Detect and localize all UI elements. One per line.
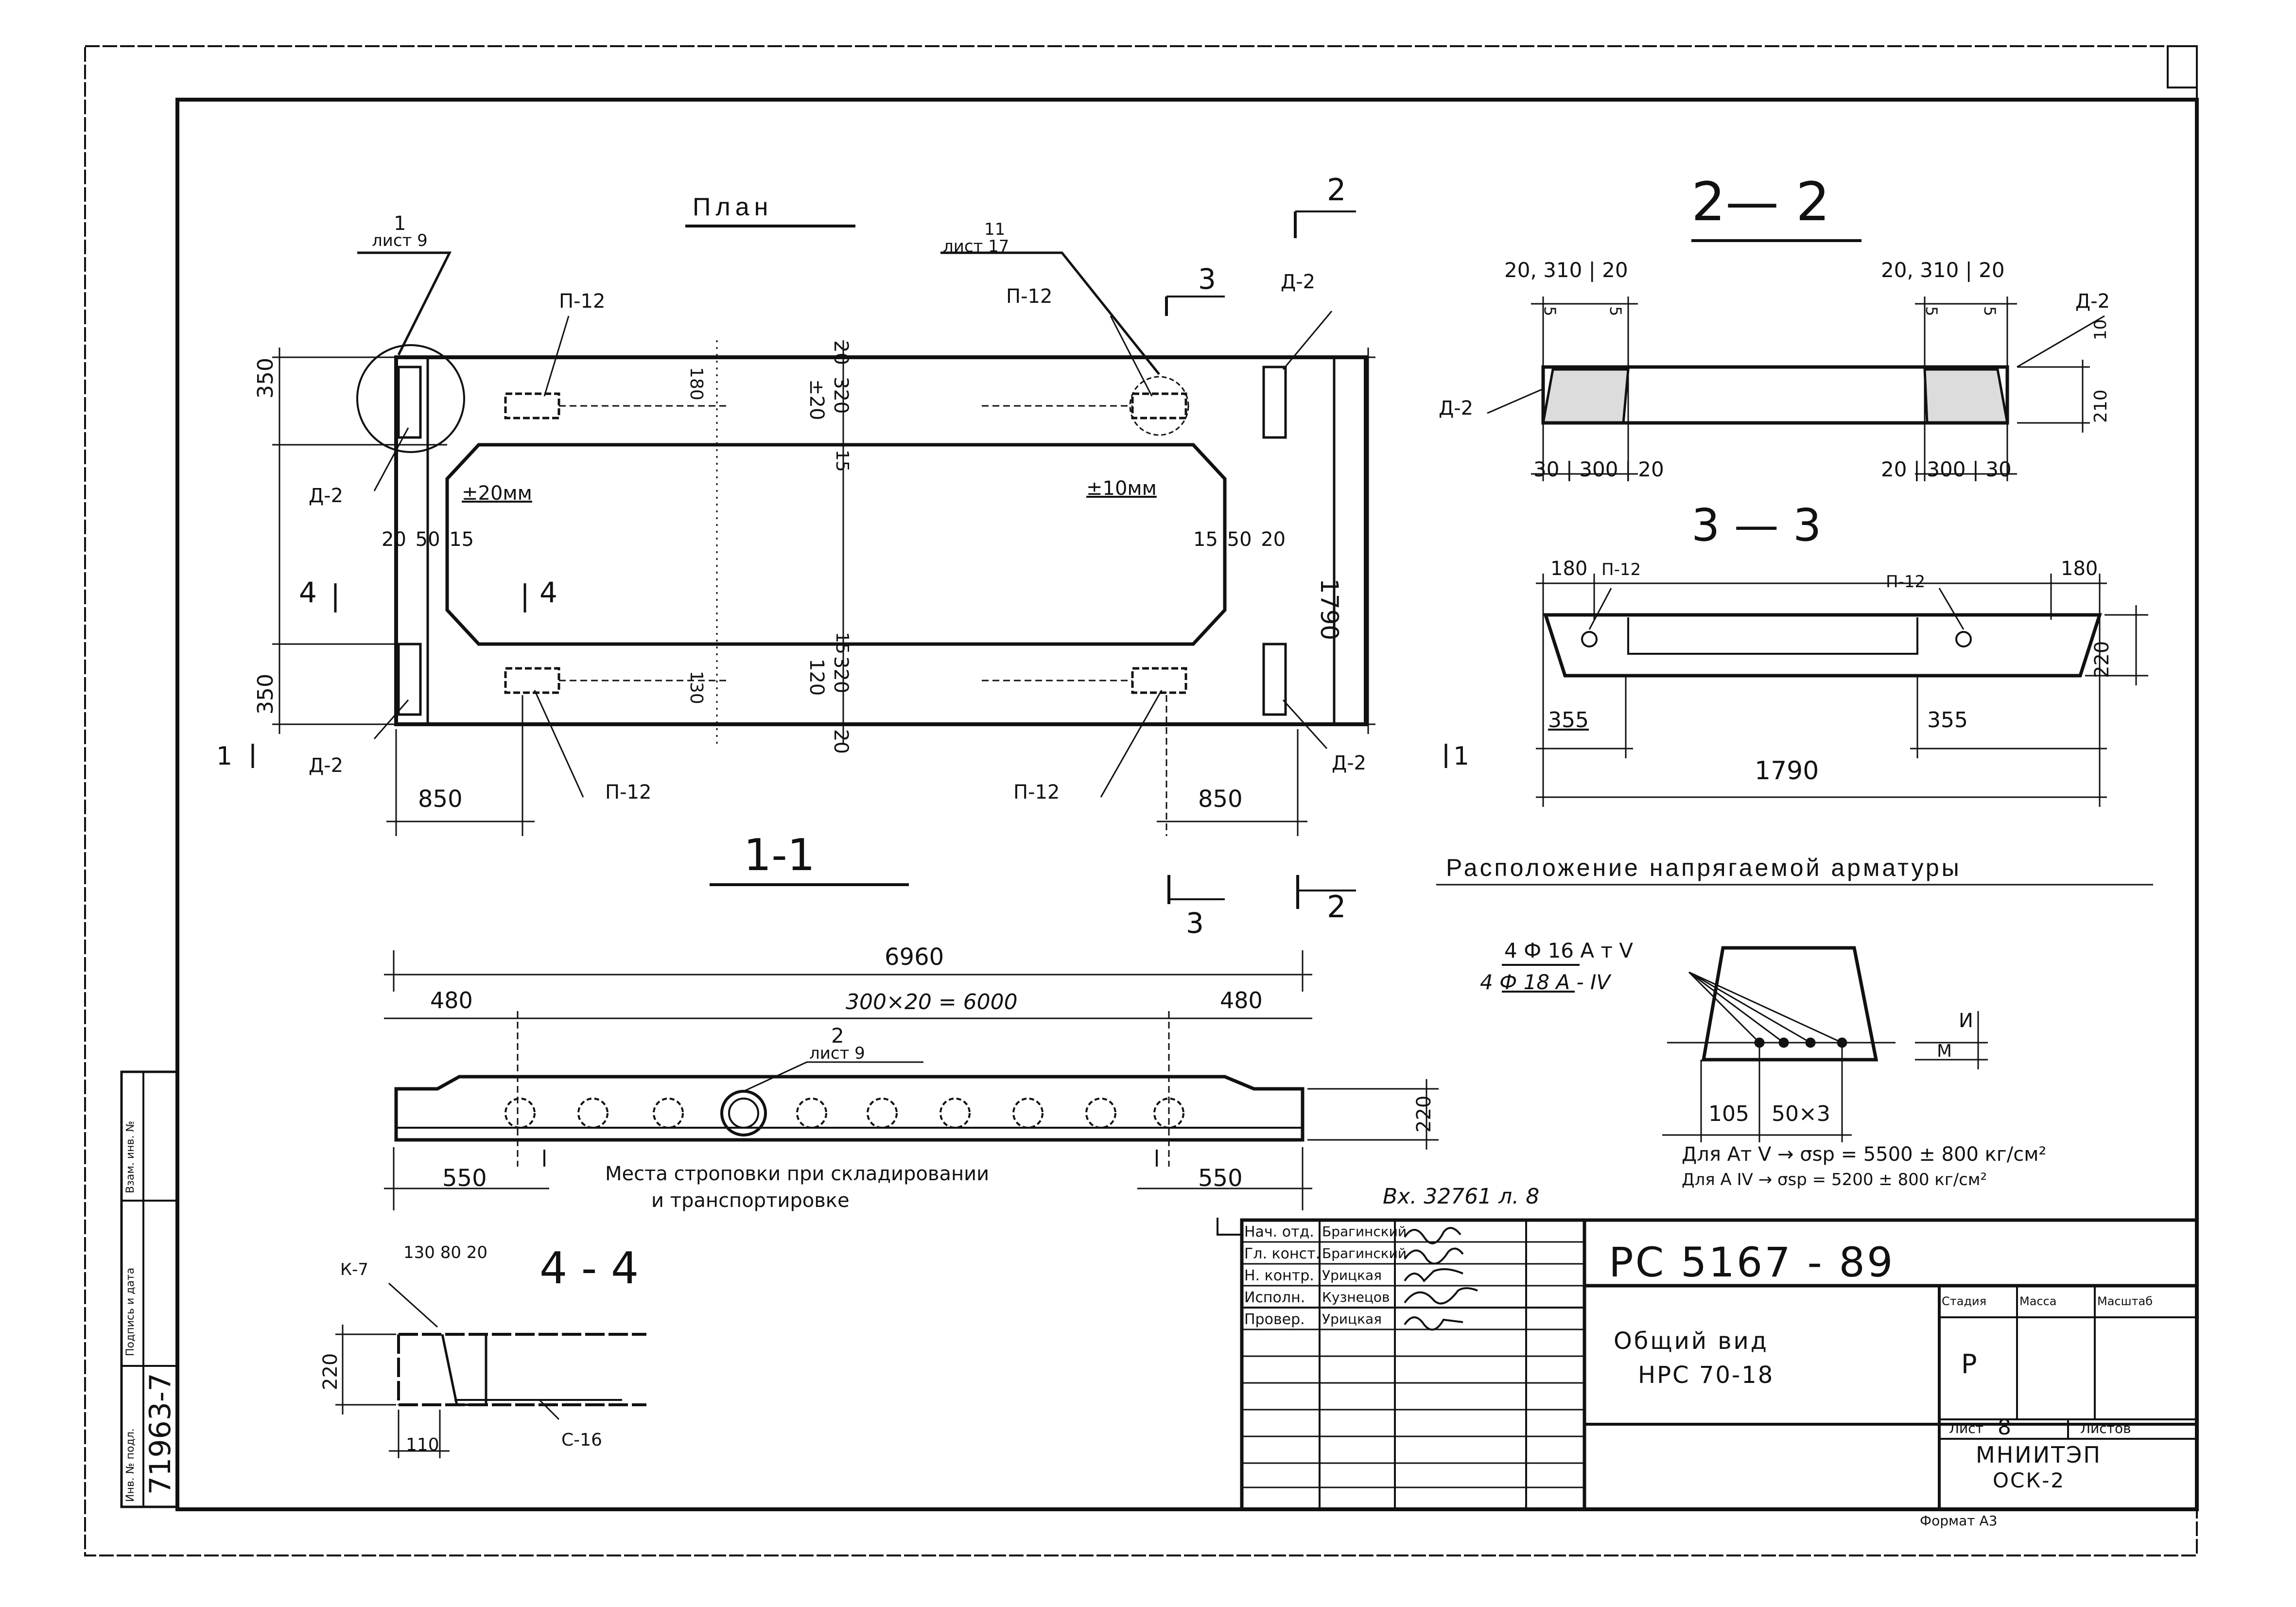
dim-850-right: 850	[1198, 786, 1243, 813]
lifting-note-line-1: Места строповки при складировании	[605, 1163, 990, 1185]
stress-line-2: Для А IV → σsp = 5200 ± 800 кг/см²	[1682, 1170, 1987, 1189]
dim-105: 105	[1708, 1101, 1749, 1126]
dim-180-left: 180	[1550, 558, 1588, 580]
mark-d2-top-left: Д-2	[309, 485, 344, 507]
dim-850-left: 850	[418, 786, 463, 813]
incoming-number: Вх. 32761 л. 8	[1383, 1184, 1540, 1209]
mark-d2-bottom-left: Д-2	[309, 754, 344, 777]
section-mark-4-right: 4	[539, 576, 557, 609]
section-2-2-dims-bottom-left: 30 | 300 | 20	[1533, 457, 1664, 481]
section-mark-1-right: 1	[1453, 742, 1470, 771]
mark-d2-top-right: Д-2	[1281, 271, 1316, 293]
section-mark-3-top: 3	[1198, 262, 1216, 296]
tolerance-left: ±20мм	[462, 482, 532, 505]
organization-1: МНИИТЭП	[1976, 1442, 2102, 1468]
header-scale: Масштаб	[2097, 1294, 2153, 1308]
dim-50x3: 50×3	[1772, 1101, 1830, 1126]
bar-spec-2: 4 Ф 18 А - IV	[1480, 970, 1611, 994]
mark-d2-bottom-right: Д-2	[1332, 752, 1367, 774]
section-mark-2-bottom: 2	[1327, 889, 1346, 925]
dim-110: 110	[406, 1435, 439, 1455]
section-2-2-mark-d2-right: Д-2	[2075, 290, 2110, 313]
sheet-title-2: НРС 70-18	[1638, 1362, 1774, 1389]
dim-480-left: 480	[430, 987, 473, 1013]
dim-550-right: 550	[1198, 1165, 1243, 1192]
section-mark-3-bottom: 3	[1186, 907, 1204, 940]
lifting-note-line-2: и транспортировке	[651, 1189, 850, 1212]
section-2-2-title: 2— 2	[1691, 171, 1830, 233]
dim-180-right: 180	[2061, 558, 2098, 580]
callout-2-number: 2	[831, 1024, 844, 1048]
sheet-title-1: Общий вид	[1614, 1328, 1769, 1355]
format-label: Формат А3	[1920, 1513, 1998, 1529]
dims-right-row: 15 50 20	[1193, 528, 1286, 551]
section-2-2-mark-d2-left: Д-2	[1439, 397, 1474, 419]
dim-1790-section-3: 1790	[1755, 756, 1819, 786]
callout-2-sheet: лист 9	[809, 1044, 865, 1063]
section-4-4-dims-top: 130 80 20	[403, 1243, 488, 1262]
dim-355-left: 355	[1548, 708, 1589, 733]
mark-p12-bottom-left: П-12	[605, 781, 652, 804]
name-1: Брагинский	[1322, 1245, 1407, 1261]
mark-p12-bottom-right: П-12	[1013, 781, 1060, 804]
dim-pitch: 300×20 = 6000	[846, 990, 1018, 1014]
section-2-2-dims-bottom-right: 20 | 300 | 30	[1881, 457, 2012, 481]
mark-k7: К-7	[340, 1260, 369, 1279]
dim-m: М	[1937, 1041, 1952, 1061]
name-2: Урицкая	[1322, 1267, 1382, 1283]
mark-c16: С-16	[561, 1430, 602, 1450]
section-3-3-mark-p12-right: П-12	[1886, 572, 1926, 592]
role-1: Гл. конст.	[1244, 1245, 1321, 1262]
callout-1-sheet: лист 9	[372, 231, 428, 250]
mark-p12-top-left: П-12	[559, 290, 606, 313]
section-mark-1-left: 1	[216, 742, 233, 771]
dim-u: И	[1959, 1010, 1973, 1032]
section-2-2-dims-top-right: 20, 310 | 20	[1881, 258, 2005, 282]
section-2-2-dims-top-left: 20, 310 | 20	[1504, 258, 1628, 282]
stress-line-1: Для Ат V → σsp = 5500 ± 800 кг/см²	[1682, 1143, 2047, 1166]
section-mark-2-top: 2	[1327, 172, 1346, 208]
callout-11-sheet: лист 17	[943, 237, 1009, 256]
section-4-4-title: 4 - 4	[539, 1243, 639, 1294]
callout-11-number: 11	[984, 220, 1006, 239]
prestress-title: Расположение напрягаемой арматуры	[1446, 854, 1962, 881]
name-3: Кузнецов	[1322, 1289, 1390, 1305]
dims-left-row: 20 50 15	[382, 528, 474, 551]
section-mark-4-left: 4	[299, 576, 317, 609]
bar-spec-1: 4 Ф 16 А т V	[1504, 939, 1634, 962]
header-mass: Масса	[2019, 1294, 2057, 1308]
role-2: Н. контр.	[1244, 1267, 1314, 1284]
name-4: Урицкая	[1322, 1311, 1382, 1327]
section-3-3-title: 3 — 3	[1691, 499, 1822, 551]
dim-550-left: 550	[442, 1165, 487, 1192]
section-3-3-mark-p12-left: П-12	[1601, 560, 1641, 579]
sheet-label: Лист	[1949, 1420, 1983, 1436]
sheet-number: 8	[1998, 1415, 2011, 1440]
sheets-label: Листов	[2080, 1420, 2131, 1436]
plan-title: План	[693, 193, 773, 221]
organization-2: ОСК-2	[1993, 1468, 2066, 1492]
name-0: Брагинский	[1322, 1223, 1407, 1240]
role-3: Исполн.	[1244, 1289, 1305, 1306]
header-stage: Стадия	[1942, 1294, 1987, 1308]
document-code: РС 5167 - 89	[1609, 1239, 1895, 1286]
dim-355-right: 355	[1927, 708, 1968, 733]
role-4: Провер.	[1244, 1311, 1305, 1328]
callout-1-number: 1	[394, 212, 406, 235]
section-1-1-title: 1-1	[744, 830, 815, 881]
tolerance-right: ±10мм	[1086, 477, 1157, 500]
dim-6960: 6960	[885, 943, 944, 971]
stage-value: Р	[1961, 1349, 1977, 1380]
role-0: Нач. отд.	[1244, 1223, 1314, 1240]
mark-p12-top-right: П-12	[1006, 285, 1053, 308]
dim-480-right: 480	[1220, 987, 1263, 1013]
